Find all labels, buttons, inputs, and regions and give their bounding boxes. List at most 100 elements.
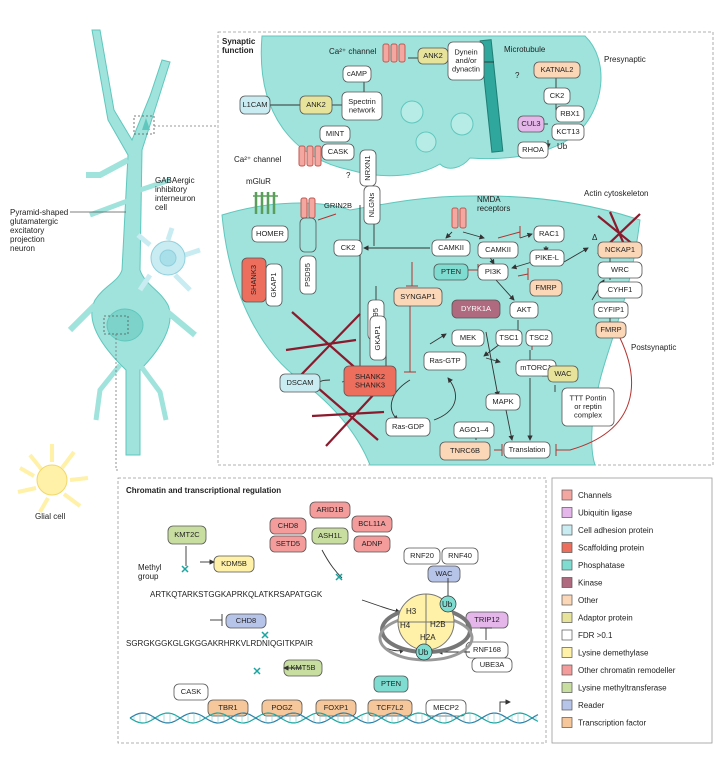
node-nrxn1: NRXN1: [359, 149, 377, 187]
node-label-camkii-2: CAMKII: [485, 245, 511, 254]
node-tnrc6b: TNRC6B: [439, 441, 491, 461]
node-rbx1: RBX1: [555, 105, 585, 123]
legend-label: Lysine demethylase: [578, 649, 649, 658]
legend-label: FDR >0.1: [578, 631, 613, 640]
legend-item: Other: [561, 594, 598, 606]
node-pi3k: PI3K: [477, 263, 509, 281]
node-ck2: CK2: [333, 239, 363, 257]
legend-item: Ubiquitin ligase: [561, 507, 633, 518]
legend-label: Other: [578, 596, 598, 605]
node-tbr1: TBR1: [207, 699, 249, 717]
node-adnp: ADNP: [353, 535, 391, 553]
legend-swatch: [561, 594, 573, 606]
mglur-label: mGluR: [246, 177, 271, 186]
legend-swatch: [561, 682, 573, 693]
node-label-setd5: SETD5: [276, 539, 300, 548]
node-label-ck2-top: CK2: [550, 91, 565, 100]
node-wac: WAC: [427, 565, 461, 583]
legend-item: Channels: [561, 489, 612, 501]
node-tcf7l2: TCF7L2: [367, 699, 413, 717]
node-label-ago: AGO1–4: [459, 425, 488, 434]
legend-swatch: [561, 647, 573, 658]
node-label-bcl11a: BCL11A: [358, 519, 385, 528]
glial-cell: [17, 444, 89, 513]
node-translation: Translation: [503, 441, 551, 459]
legend-item: Phosphatase: [561, 559, 625, 571]
legend-item: Reader: [561, 699, 605, 711]
node-dyrk1a: DYRK1A: [451, 299, 501, 319]
node-ck2-top: CK2: [543, 87, 571, 105]
node-label-cask: CASK: [328, 147, 348, 156]
dna-helix: [129, 712, 539, 724]
legend-swatch: [561, 612, 573, 623]
ub-mark-h2a: Ub: [418, 648, 429, 657]
ca-channel-mid-icon: [298, 145, 322, 167]
node-label-cyfip1: CYFIP1: [598, 305, 624, 314]
legend-swatch: [561, 559, 573, 571]
node-label-camkii-1: CAMKII: [438, 243, 464, 252]
node-kmt2c: KMT2C: [167, 525, 207, 545]
ca-channel-top-icon: [382, 43, 406, 63]
microtubule: [479, 39, 504, 153]
node-label-psd95-l: PSD95: [303, 263, 312, 287]
node-trip12: TRIP12: [465, 611, 509, 629]
node-label-rbx1: RBX1: [560, 109, 580, 118]
histone-h3: H3: [406, 607, 417, 616]
question-mark-2: ?: [346, 171, 351, 180]
node-shank3a: SHANK3: [241, 257, 267, 303]
legend-swatch: [561, 699, 573, 711]
node-label-ras-gtp: Ras-GTP: [429, 356, 460, 365]
node-label-dyrk1a: DYRK1A: [461, 304, 491, 313]
node-label-tsc1: TSC1: [499, 333, 518, 342]
node-cyfip1: CYFIP1: [593, 301, 629, 319]
histone-h2a: H2A: [420, 633, 436, 642]
node-label-mtorc1: mTORC1: [520, 363, 552, 372]
node-tsc1: TSC1: [495, 329, 523, 347]
legend-label: Ubiquitin ligase: [578, 509, 633, 518]
legend-label: Adaptor protein: [578, 614, 633, 623]
node-label-wac: WAC: [435, 569, 453, 578]
node-label-chd8a: CHD8: [278, 521, 298, 530]
methyl-mark-icons: [181, 565, 343, 675]
legend-item: Transcription factor: [561, 717, 647, 728]
node-label-rac1: RAC1: [539, 229, 559, 238]
node-ank2: ANK2: [299, 95, 333, 115]
legend-swatch: [561, 524, 573, 536]
node-cask: CASK: [173, 683, 209, 701]
gaba-interneuron: [136, 227, 201, 292]
node-psd95-l: PSD95: [299, 255, 317, 295]
node-ago: AGO1–4: [453, 421, 495, 439]
legend-label: Kinase: [578, 579, 603, 588]
node-label-cyhf1: CYHF1: [608, 285, 633, 294]
legend-label: Scaffolding protein: [578, 544, 644, 553]
node-label-l1cam: L1CAM: [242, 100, 267, 109]
node-wrc: WRC: [597, 261, 643, 279]
node-label-rnf20: RNF20: [410, 551, 434, 560]
node-label-ash1l: ASH1L: [318, 531, 342, 540]
node-camp: cAMP: [342, 65, 372, 83]
node-label-ank2: ANK2: [306, 100, 326, 109]
node-label-pi3k: PI3K: [485, 267, 501, 276]
node-grin2b: GRIN2B: [299, 201, 352, 253]
node-mint: MINT: [319, 125, 351, 143]
actin-label: Actin cytoskeleton: [584, 189, 648, 198]
legend-label: Lysine methyltransferase: [578, 684, 667, 693]
node-label-arid1b: ARID1B: [316, 505, 343, 514]
node-rhoa: RHOA: [517, 141, 549, 159]
node-rnf168: RNF168: [465, 641, 509, 659]
node-label-gkap1-l: GKAP1: [269, 272, 278, 297]
histone-tail-h3: ARTKQTARKSTGGKAPRKQLATKRSAPATGGK: [150, 590, 323, 599]
node-katnal2: KATNAL2: [533, 61, 581, 79]
legend-swatch: [561, 489, 573, 501]
